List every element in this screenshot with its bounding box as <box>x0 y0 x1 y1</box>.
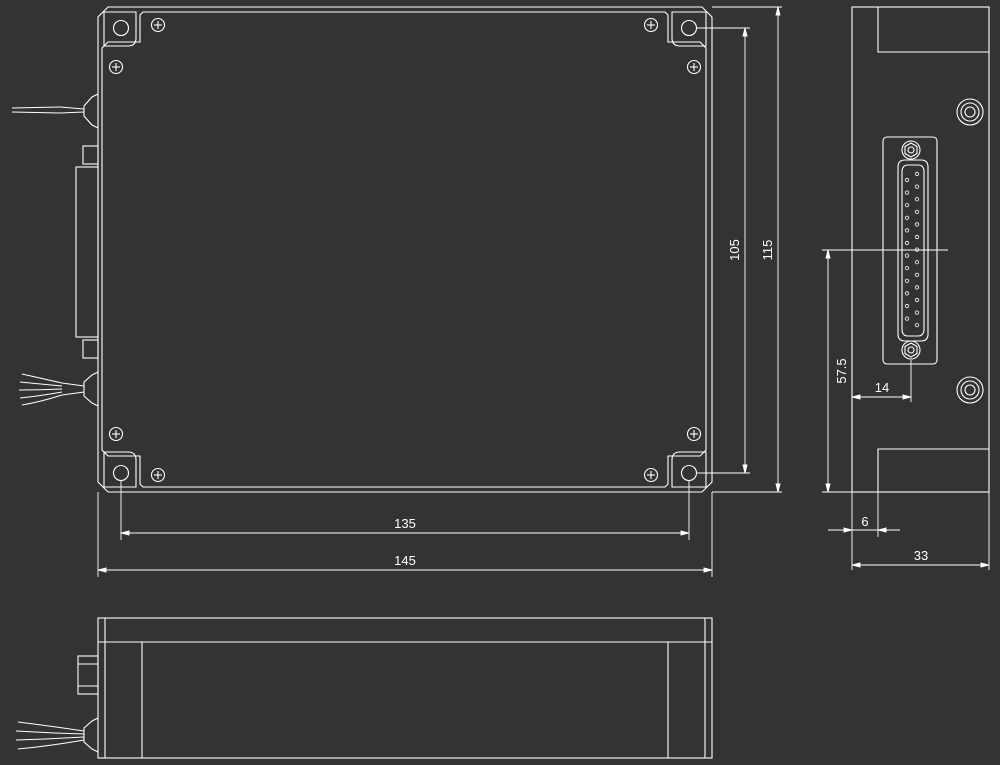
dsub-pin <box>914 184 920 189</box>
screw-icon <box>108 426 124 442</box>
dsub-pin <box>914 234 920 240</box>
dsub-pin <box>914 285 920 290</box>
side-flange-top <box>877 7 989 53</box>
screw-icon <box>150 467 166 483</box>
connector-body <box>75 166 99 338</box>
dsub-pin <box>904 316 910 321</box>
dsub-shell-inner <box>901 164 925 337</box>
dsub-pin <box>904 177 910 183</box>
connector-tab-bottom <box>82 339 99 359</box>
dsub-pin <box>914 323 920 328</box>
hex-screw-icon <box>901 340 921 360</box>
screw-icon <box>150 17 166 33</box>
corner-pocket-tr <box>671 11 707 47</box>
dsub-pins <box>904 171 920 328</box>
dsub-pin <box>914 260 920 265</box>
dsub-pin <box>904 278 910 283</box>
corner-pocket-br <box>671 451 707 488</box>
dsub-pin <box>914 310 920 315</box>
dsub-pin <box>914 222 920 227</box>
coax-port-icon <box>956 376 984 404</box>
dim-label-14: 14 <box>875 380 889 395</box>
dsub-pin <box>904 240 910 246</box>
screw-icon <box>686 59 702 75</box>
corner-pocket-bl <box>103 451 137 488</box>
dim-label-33: 33 <box>914 548 928 563</box>
fiber-boot-bottom <box>83 371 99 407</box>
dsub-pin <box>914 171 920 177</box>
lid-outline <box>101 11 707 488</box>
dsub-pin <box>914 209 920 214</box>
dsub-pin <box>904 228 910 233</box>
dsub-pin <box>904 266 910 271</box>
dsub-mount-plate <box>882 136 938 365</box>
hex-screw-icon <box>901 140 921 160</box>
front-view <box>15 617 713 759</box>
dsub-shell <box>897 159 929 342</box>
connector-tab-top <box>82 145 99 165</box>
side-housing-outline <box>851 6 990 493</box>
dim-label-145: 145 <box>394 553 416 568</box>
dsub-pin <box>914 197 920 202</box>
mounting-hole-tl <box>112 19 130 37</box>
dim-label-115: 115 <box>760 240 775 261</box>
screw-icon <box>108 59 124 75</box>
dsub-pin <box>904 291 910 296</box>
fiber-boot-top <box>83 93 99 129</box>
side-view-dimensions <box>822 249 990 570</box>
dsub-pin <box>904 215 910 220</box>
side-view <box>851 6 990 493</box>
side-flange-bottom <box>877 448 989 492</box>
front-fiber-boot <box>83 717 99 753</box>
dsub-pin <box>904 190 910 195</box>
dim-label-135: 135 <box>394 516 416 531</box>
corner-pocket-tl <box>103 11 137 47</box>
dsub-pin <box>914 297 920 303</box>
dim-label-57-5: 57.5 <box>834 358 849 383</box>
dim-label-105: 105 <box>727 239 742 261</box>
top-view-dimensions <box>97 6 782 577</box>
dsub-pin <box>904 253 910 258</box>
dsub-pin <box>904 303 910 309</box>
coax-port-icon <box>956 98 984 126</box>
screw-icon <box>686 426 702 442</box>
front-connector-tab <box>77 655 99 695</box>
dsub-pin <box>914 272 920 277</box>
screw-icon <box>643 17 659 33</box>
dim-label-6: 6 <box>861 514 868 529</box>
dsub-pin <box>904 203 910 208</box>
screw-icon <box>643 467 659 483</box>
